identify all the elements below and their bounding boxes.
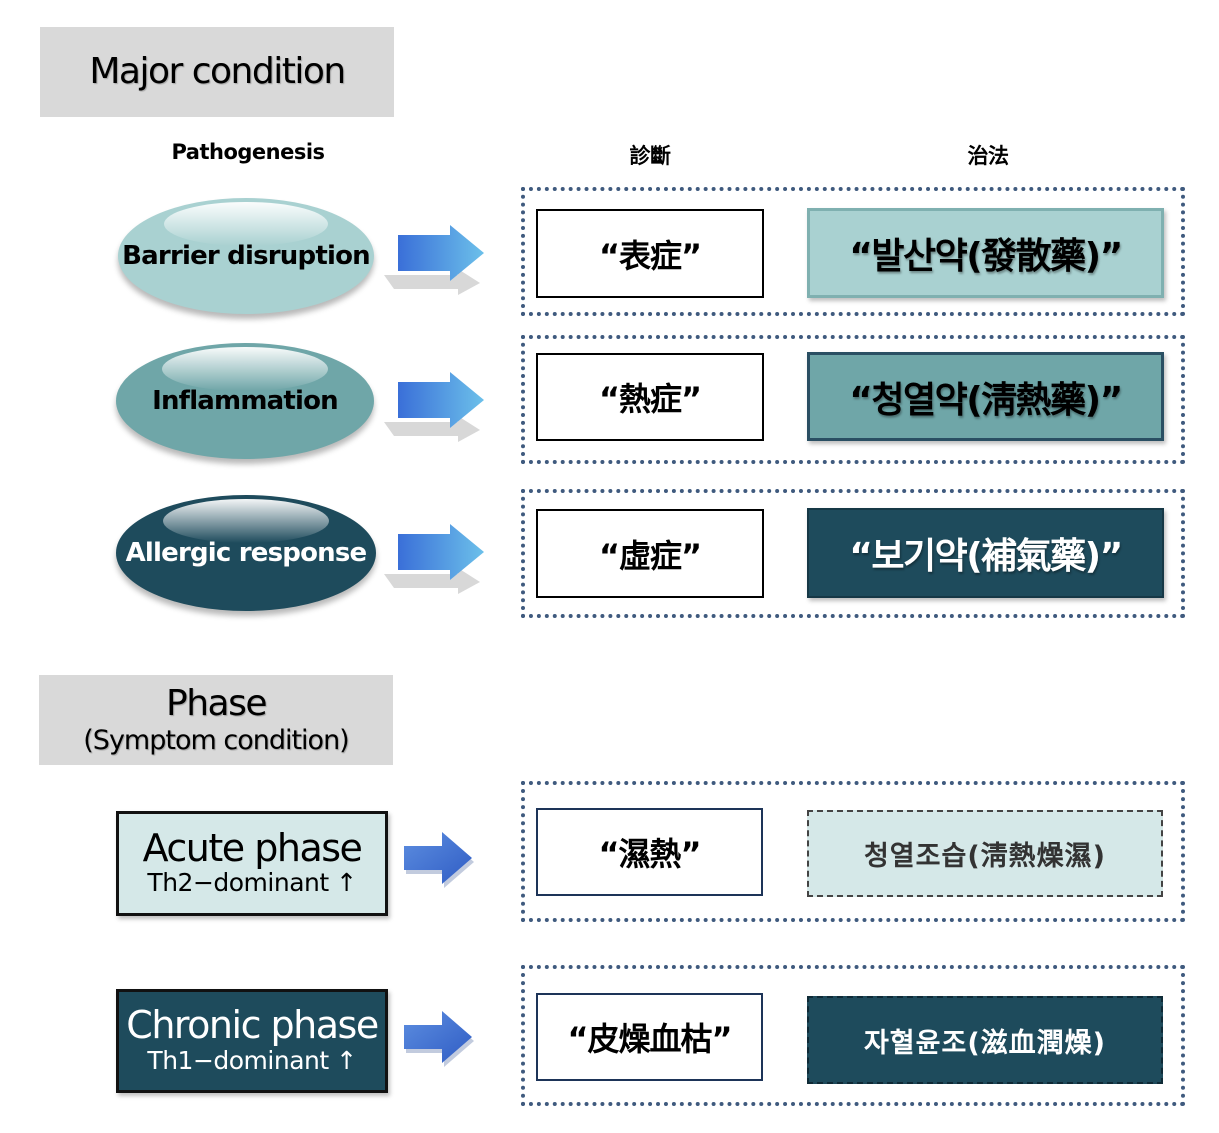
diagnosis-box: “表症” <box>536 209 764 298</box>
phase-title: Phase (Symptom condition) <box>39 675 393 765</box>
arrow-right-icon <box>384 524 484 594</box>
arrow-shadow <box>384 269 480 295</box>
column-header-diagnosis: 診斷 <box>629 144 672 168</box>
diagnosis-box: “濕熱” <box>536 808 763 896</box>
pathogenesis-label: Inflammation <box>152 386 339 416</box>
pathogenesis-label: Barrier disruption <box>122 241 370 271</box>
ellipse-gloss <box>162 499 330 544</box>
treatment-group-row-3 <box>521 489 1185 618</box>
phase-box-chronic: Chronic phase Th1−dominant ↑ <box>116 989 388 1093</box>
arrow-right-icon <box>404 832 474 888</box>
treatment-box: 자혈윤조(滋血潤燥) <box>807 996 1163 1084</box>
major-condition-title-text: Major condition <box>89 51 346 93</box>
treatment-box: “청열약(淸熱藥)” <box>807 352 1164 441</box>
phase-box-acute: Acute phase Th2−dominant ↑ <box>116 811 388 916</box>
phase-name: Chronic phase <box>126 1003 379 1048</box>
arrow-right-icon <box>404 1011 474 1067</box>
treatment-group-acute <box>521 781 1185 922</box>
treatment-box: “보기약(補氣藥)” <box>807 508 1164 598</box>
phase-name: Acute phase <box>142 825 363 870</box>
treatment-box: “발산약(發散藥)” <box>807 208 1164 298</box>
major-condition-title: Major condition <box>40 27 394 117</box>
treatment-group-chronic <box>521 965 1185 1106</box>
phase-title-line2: (Symptom condition) <box>83 724 349 756</box>
arrow-body <box>398 372 484 428</box>
phase-title-line1: Phase <box>166 683 268 725</box>
arrow-shadow <box>384 416 480 442</box>
column-header-pathogenesis: Pathogenesis <box>171 140 325 164</box>
diagnosis-box: “皮燥血枯” <box>536 993 763 1081</box>
diagnosis-box: “熱症” <box>536 353 764 441</box>
ellipse-gloss <box>164 202 328 247</box>
pathogenesis-label: Allergic response <box>125 538 368 568</box>
treatment-group-row-2 <box>521 335 1185 464</box>
arrow-body <box>398 524 484 580</box>
pathogenesis-barrier-disruption: Barrier disruption <box>118 198 374 314</box>
arrow-right-icon <box>384 225 484 295</box>
pathogenesis-allergic-response: Allergic response <box>116 495 376 611</box>
arrow-right-icon <box>384 372 484 442</box>
arrow-body <box>404 1011 472 1063</box>
column-header-treatment: 治法 <box>967 144 1010 168</box>
ellipse-gloss <box>162 347 328 392</box>
treatment-group-row-1 <box>521 187 1185 316</box>
pathogenesis-inflammation: Inflammation <box>116 343 374 459</box>
phase-th-dominance: Th2−dominant ↑ <box>147 868 357 898</box>
diagnosis-box: “虛症” <box>536 509 764 598</box>
phase-th-dominance: Th1−dominant ↑ <box>147 1045 357 1075</box>
arrow-body <box>404 832 472 884</box>
arrow-shadow <box>384 568 480 594</box>
arrow-body <box>398 225 484 281</box>
treatment-box: 청열조습(淸熱燥濕) <box>807 810 1163 897</box>
